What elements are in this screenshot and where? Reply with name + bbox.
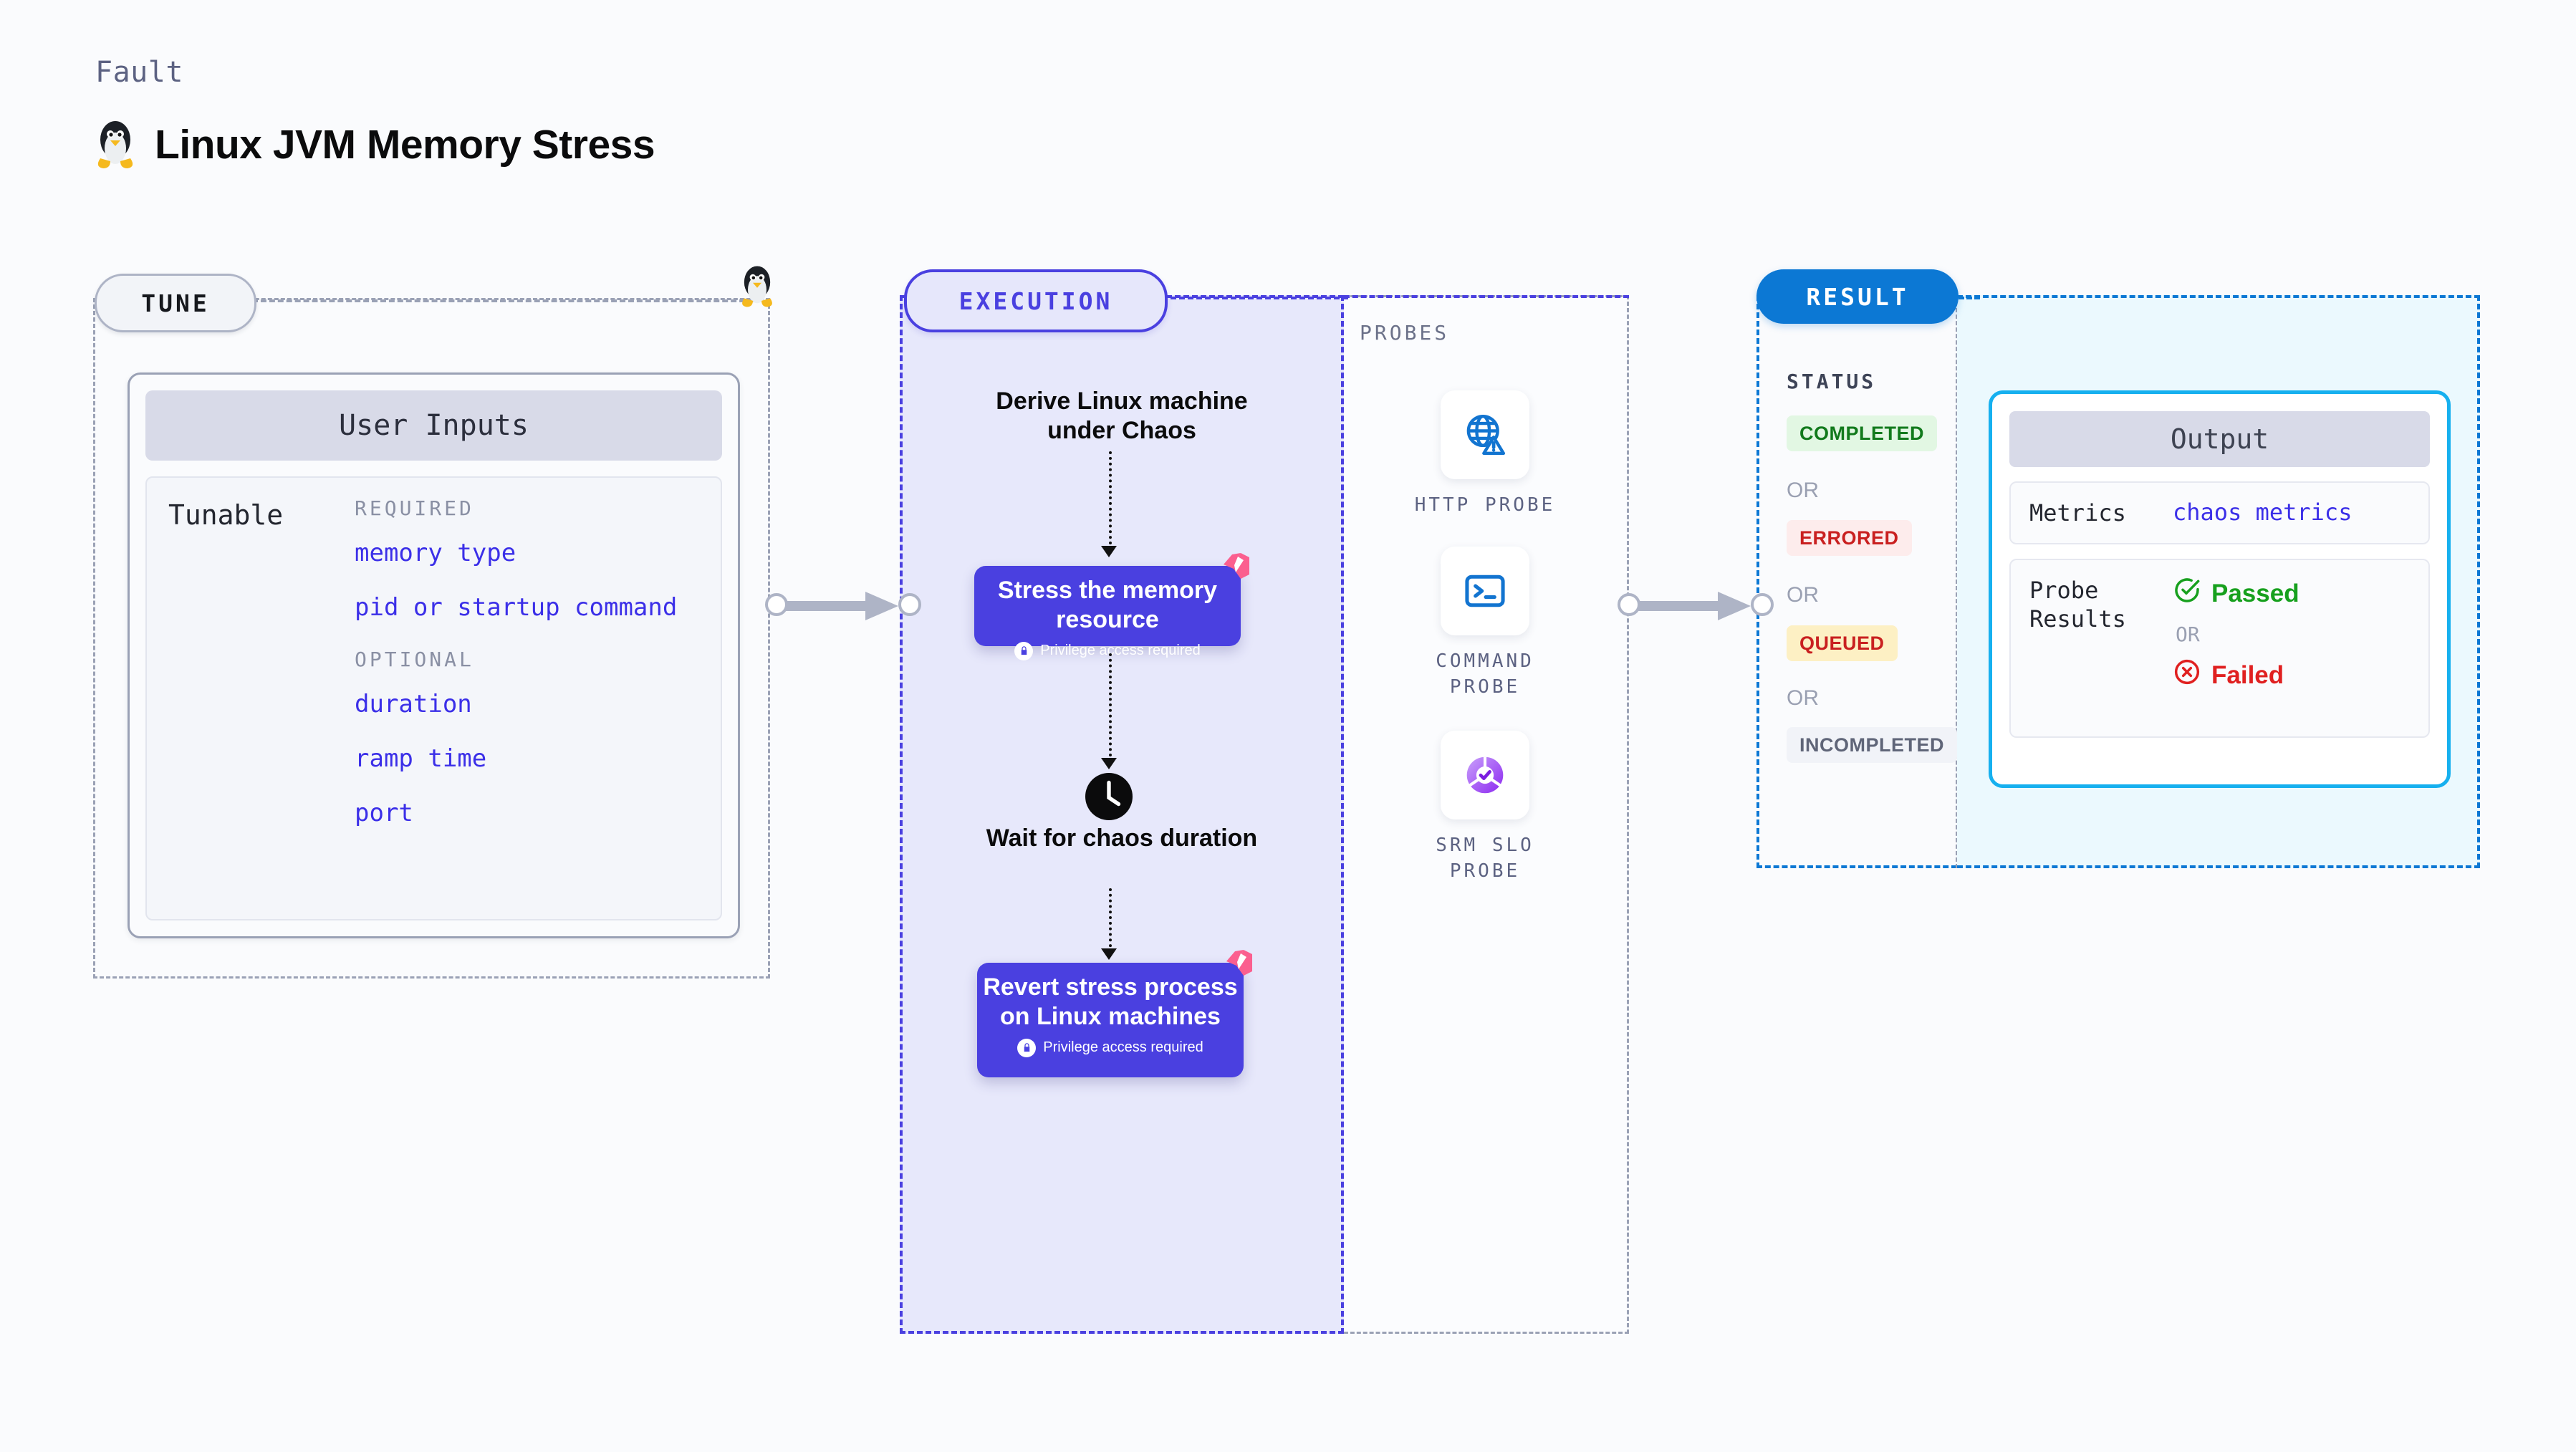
flow-connector-3 (1109, 888, 1112, 953)
tunable-group-required-heading: REQUIRED (355, 496, 474, 520)
execution-step-stress-box[interactable]: Stress the memory resource Privilege acc… (974, 553, 1249, 660)
flow-connector-1 (1109, 451, 1112, 550)
flow-arrowhead-1 (1101, 546, 1117, 557)
output-card: Output Metrics chaos metrics Probe Resul… (1989, 390, 2451, 788)
output-probe-results-key: Probe Results (2029, 577, 2126, 633)
lock-icon (1014, 641, 1034, 660)
status-badge-queued: QUEUED (1787, 625, 1898, 661)
tunable-item-duration[interactable]: duration (355, 690, 472, 718)
x-circle-icon (2173, 658, 2201, 693)
status-or-3: OR (1787, 686, 1819, 710)
revert-box-privilege-text: Privilege access required (1043, 1039, 1203, 1056)
lock-icon (1017, 1038, 1037, 1057)
check-circle-icon (2173, 576, 2201, 611)
flow-connector-2 (1109, 653, 1112, 762)
stress-box-privilege-text: Privilege access required (1040, 643, 1201, 659)
stress-box-title: Stress the memory resource (997, 577, 1218, 633)
flow-arrowhead-3 (1101, 948, 1117, 960)
tunable-group-optional-heading: OPTIONAL (355, 648, 474, 671)
output-probe-results-row: Probe Results Passed OR (2009, 559, 2430, 738)
tune-panel (93, 298, 770, 979)
user-inputs-title: User Inputs (145, 390, 722, 461)
harness-logo-icon (1222, 947, 1254, 982)
execution-step-derive-label: Derive Linux machine under Chaos (996, 388, 1248, 445)
tunable-list: REQUIRED memory type pid or startup comm… (355, 496, 699, 900)
probe-result-failed-label: Failed (2211, 660, 2284, 689)
status-badge-incompleted: INCOMPLETED (1787, 727, 1958, 763)
status-or-2: OR (1787, 583, 1819, 607)
probe-result-passed-label: Passed (2211, 579, 2299, 607)
result-output-divider (1956, 295, 1958, 868)
stage-pill-execution[interactable]: EXECUTION (904, 269, 1168, 332)
tunable-item-memory-type[interactable]: memory type (355, 539, 516, 567)
linux-penguin-icon (93, 118, 138, 171)
status-label: STATUS (1787, 370, 1877, 393)
probe-command[interactable]: COMMAND PROBE (1399, 547, 1571, 701)
harness-logo-icon (1219, 550, 1251, 585)
terminal-icon (1441, 547, 1529, 635)
stage-pill-tune[interactable]: TUNE (95, 274, 256, 332)
probes-to-result-arrow (1618, 592, 1774, 620)
probe-result-passed: Passed (2173, 576, 2299, 611)
execution-lead-line (1162, 297, 1348, 299)
probe-http-label: HTTP PROBE (1414, 494, 1556, 516)
output-title: Output (2009, 411, 2430, 467)
slo-check-icon (1441, 731, 1529, 819)
clock-icon (1083, 771, 1135, 822)
output-metrics-value[interactable]: chaos metrics (2173, 499, 2352, 526)
revert-box-privilege-note: Privilege access required (977, 1038, 1244, 1057)
tunable-item-pid-or-startup-command[interactable]: pid or startup command (355, 593, 678, 622)
status-badge-errored: ERRORED (1787, 520, 1912, 556)
execution-step-wait-label: Wait for chaos duration (986, 824, 1258, 852)
output-metrics-key: Metrics (2029, 499, 2126, 527)
flow-arrowhead-2 (1101, 758, 1117, 769)
tunable-item-port[interactable]: port (355, 799, 413, 827)
probe-srm-slo-label: SRM SLO PROBE (1436, 835, 1534, 883)
user-inputs-card: User Inputs Tunable REQUIRED memory type… (128, 372, 740, 938)
probe-command-label: COMMAND PROBE (1436, 650, 1534, 698)
output-metrics-row: Metrics chaos metrics (2009, 481, 2430, 544)
fault-title-row: Linux JVM Memory Stress (93, 118, 655, 171)
tunable-body: Tunable REQUIRED memory type pid or star… (145, 476, 722, 920)
status-badge-completed: COMPLETED (1787, 415, 1938, 451)
page-title: Linux JVM Memory Stress (155, 122, 655, 168)
probe-result-failed: Failed (2173, 658, 2299, 693)
stress-box-privilege-note: Privilege access required (974, 641, 1241, 660)
result-panel (1756, 295, 1957, 868)
output-probe-results-values: Passed OR Failed (2173, 576, 2299, 721)
result-lead-line (1959, 297, 1980, 299)
probe-srm-slo[interactable]: SRM SLO PROBE (1399, 731, 1571, 885)
tunable-item-ramp-time[interactable]: ramp time (355, 744, 487, 773)
fault-kicker: Fault (95, 56, 183, 89)
tune-to-execution-arrow (765, 592, 921, 620)
tune-lead-line (252, 299, 754, 302)
status-or-1: OR (1787, 479, 1819, 502)
linux-penguin-corner-icon (738, 264, 777, 313)
execution-step-revert-box[interactable]: Revert stress process on Linux machines … (977, 950, 1252, 1077)
probe-result-or: OR (2176, 622, 2200, 646)
stage-pill-result[interactable]: RESULT (1756, 269, 1959, 324)
probes-section-label: PROBES (1360, 321, 1450, 345)
probe-http[interactable]: HTTP PROBE (1399, 390, 1571, 518)
revert-box-title: Revert stress process on Linux machines (983, 973, 1238, 1030)
probes-panel-top-border (1344, 295, 1629, 298)
tunable-label: Tunable (168, 499, 284, 531)
globe-warning-icon (1441, 390, 1529, 479)
